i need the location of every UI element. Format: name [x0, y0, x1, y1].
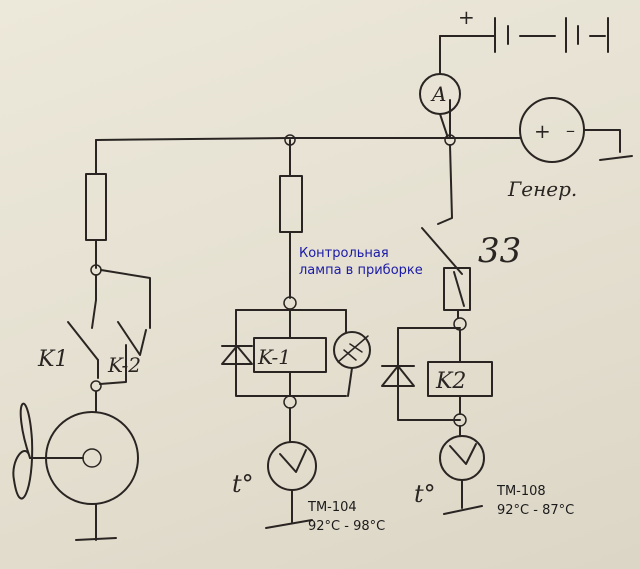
generator-minus: –	[566, 120, 575, 141]
sensor-2-annotation: ТМ-108 92°C - 87°C	[497, 482, 574, 520]
battery-plus-label: +	[458, 5, 475, 29]
relay-k1-label: K1	[37, 347, 68, 372]
fan-branch	[12, 139, 151, 541]
relay-k2-contact-label: K-2	[107, 353, 141, 377]
main-bus-wire	[95, 137, 521, 141]
generator	[519, 97, 633, 163]
relay-k1-branch	[221, 139, 371, 529]
temp-sensor-1-label: t°	[232, 470, 254, 498]
relay-k2-coil-label: K2	[435, 369, 466, 394]
battery	[439, 17, 609, 139]
sensor-1-model: ТМ-104	[308, 500, 357, 515]
lamp-annotation: Контрольная лампа в приборке	[299, 245, 423, 279]
generator-plus: +	[534, 119, 551, 143]
relay-k2-branch	[381, 144, 493, 515]
temp-sensor-2-label: t°	[414, 480, 436, 508]
sensor-2-range: 92°C - 87°C	[497, 503, 575, 518]
generator-label: Генер.	[507, 177, 577, 201]
relay-k1-coil-label: K-1	[257, 345, 291, 369]
sensor-2-model: ТМ-108	[497, 484, 546, 499]
lamp-annotation-line1: Контрольная	[299, 246, 389, 261]
sensor-1-range: 92°C - 98°C	[308, 519, 386, 534]
ammeter-letter: A	[430, 82, 446, 106]
switch-33-label: 33	[478, 231, 521, 271]
sensor-1-annotation: ТМ-104 92°C - 98°C	[308, 498, 385, 536]
lamp-annotation-line2: лампа в приборке	[299, 263, 423, 278]
ammeter	[419, 59, 461, 139]
